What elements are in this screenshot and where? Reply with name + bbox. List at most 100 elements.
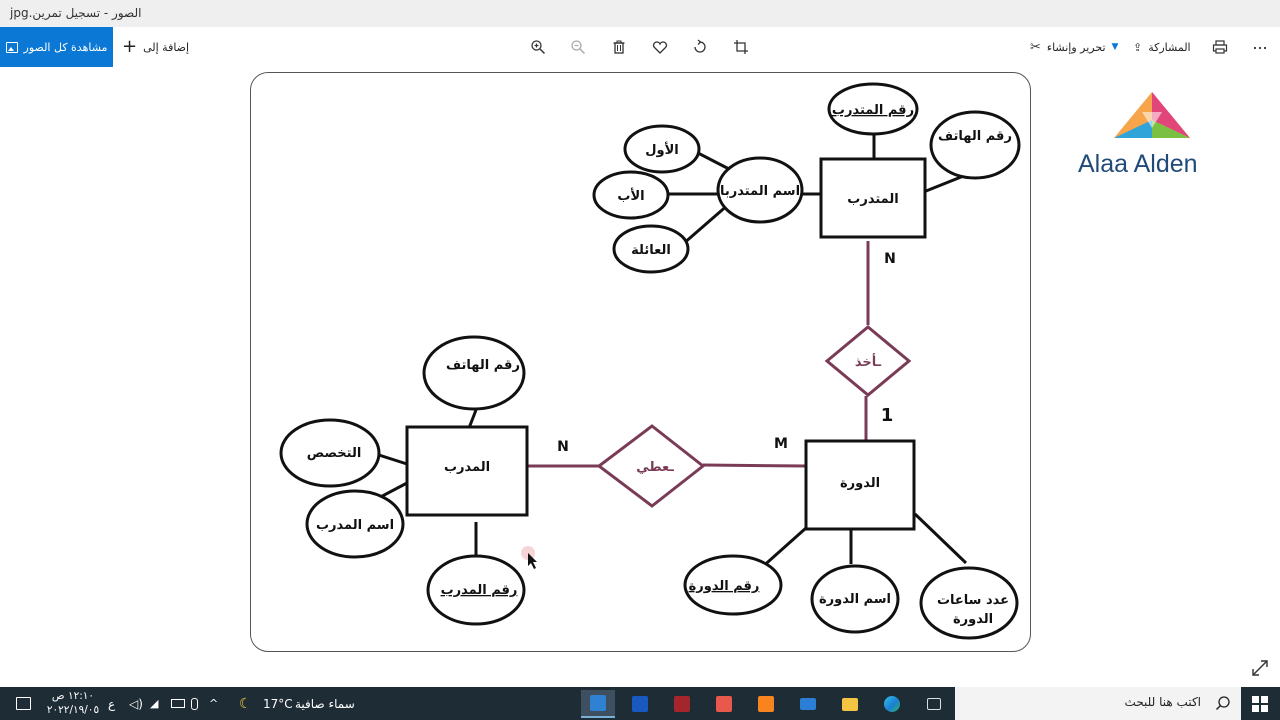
cardinality-n-trainer: N — [557, 439, 569, 455]
word-app-icon[interactable] — [623, 690, 657, 718]
temperature-display: 17°C — [263, 687, 293, 720]
mouse-cursor-icon — [528, 553, 537, 569]
crop-icon[interactable] — [729, 35, 753, 59]
edit-create-button[interactable]: ✂ تحرير وإنشاء ▼ — [1030, 27, 1118, 67]
camera-app-icon[interactable] — [707, 690, 741, 718]
family-name-label: العائلة — [631, 243, 671, 258]
trainer-entity-label: المدرب — [444, 460, 490, 475]
all-photos-label: مشاهدة كل الصور — [23, 40, 108, 54]
start-button[interactable] — [1240, 687, 1280, 720]
add-to-button[interactable]: + إضافة إلى — [122, 27, 189, 67]
attr-first-name — [623, 124, 701, 174]
plus-icon: + — [122, 36, 138, 57]
search-placeholder: اكتب هنا للبحث — [1124, 695, 1201, 709]
attr-course-name — [810, 564, 900, 634]
specialty-label: التخصص — [307, 446, 362, 461]
trainee-phone-label: رقم الهاتف — [938, 129, 1012, 144]
entity-course — [804, 439, 916, 531]
battery-icon[interactable] — [171, 687, 185, 720]
trainee-entity-label: المتدرب — [847, 192, 898, 207]
rotate-icon[interactable] — [688, 35, 712, 59]
microphone-icon[interactable] — [191, 687, 198, 720]
window-title: الصور - تسجيل تمرين.jpg — [10, 6, 142, 20]
clock-date: ٢٠٢٢/١٩/٠٥ — [46, 704, 100, 716]
clock[interactable]: ١٢:١٠ ص ٢٠٢٢/١٩/٠٥ — [38, 689, 108, 717]
trainee-id-label: رقم المتدرب — [832, 103, 914, 118]
print-icon[interactable] — [1208, 35, 1232, 59]
edit-create-label: تحرير وإنشاء — [1046, 40, 1106, 54]
photo-canvas: المتدرب رقم المتدرب رقم الهاتف اسم المتد… — [0, 67, 1280, 687]
trainee-name-label: اسم المتدربا — [720, 184, 800, 199]
attr-trainer-phone — [422, 335, 526, 411]
chevron-down-icon: ▼ — [1111, 42, 1119, 52]
cardinality-m-course: M — [774, 436, 788, 452]
father-name-label: الأب — [617, 187, 644, 204]
zoom-in-icon[interactable] — [526, 35, 550, 59]
notification-center-icon[interactable] — [16, 687, 31, 720]
network-icon[interactable]: ◢ — [150, 697, 159, 710]
share-icon: ⇪ — [1133, 40, 1143, 54]
attr-family-name — [612, 224, 690, 274]
add-to-label: إضافة إلى — [143, 40, 190, 54]
attr-specialty — [279, 418, 381, 488]
course-hours-label-2: الدورة — [953, 612, 993, 627]
taskbar-search-input[interactable]: اكتب هنا للبحث — [955, 687, 1241, 720]
entity-trainer — [405, 425, 529, 517]
brand-logo: Alaa Alden — [1072, 92, 1232, 202]
expand-icon[interactable] — [1250, 658, 1270, 678]
takes-relation-label: ـأخذ — [855, 353, 882, 370]
relationship-gives — [596, 424, 706, 508]
edit-wand-icon: ✂ — [1030, 39, 1041, 55]
zoom-out-icon[interactable] — [566, 35, 590, 59]
favorite-heart-icon[interactable] — [648, 35, 672, 59]
share-label: المشاركة — [1148, 40, 1191, 54]
course-id-label: رقم الدورة — [689, 579, 760, 594]
share-button[interactable]: ⇪ المشاركة — [1133, 27, 1191, 67]
attr-trainer-name — [305, 489, 405, 559]
trainer-name-label: اسم المدرب — [316, 518, 394, 533]
delete-icon[interactable] — [607, 35, 631, 59]
toolbar: مشاهدة كل الصور + إضافة إلى ✂ تحرير وإنش… — [0, 27, 1280, 67]
all-photos-button[interactable]: مشاهدة كل الصور — [0, 27, 113, 67]
show-hidden-icons-chevron-icon[interactable]: ^ — [209, 697, 219, 710]
file-explorer-icon[interactable] — [833, 690, 867, 718]
er-diagram-image: المتدرب رقم المتدرب رقم الهاتف اسم المتد… — [250, 72, 1031, 652]
moon-icon: ☾ — [239, 695, 252, 712]
weather-text: سماء صافية — [295, 696, 355, 711]
clock-time: ١٢:١٠ ص — [51, 690, 95, 702]
title-bar: الصور - تسجيل تمرين.jpg — [0, 0, 1280, 27]
attr-trainee-phone — [929, 110, 1021, 180]
keyboard-language-indicator[interactable]: ع — [108, 687, 115, 720]
temperature-text: 17°C — [263, 696, 293, 711]
access-app-icon[interactable] — [665, 690, 699, 718]
windows-logo-icon — [1252, 695, 1268, 712]
more-options-icon[interactable] — [1248, 35, 1272, 59]
taskbar: اكتب هنا للبحث سماء صافية 17°C ☾ ^ ◢ ◁) … — [0, 687, 1280, 720]
xampp-icon[interactable] — [749, 690, 783, 718]
course-hours-label-1: عدد ساعات — [937, 593, 1009, 608]
attr-father-name — [592, 170, 670, 220]
weather-widget[interactable]: سماء صافية — [295, 687, 355, 720]
brand-triangle-icon — [1114, 92, 1190, 138]
trainer-phone-label: رقم الهاتف — [446, 358, 520, 373]
photo-icon — [5, 41, 18, 53]
trainer-id-label: رقم المدرب — [441, 583, 518, 598]
photos-app-icon[interactable] — [581, 690, 615, 718]
brand-name: Alaa Alden — [1078, 150, 1198, 178]
relationship-takes — [824, 325, 912, 397]
edge-browser-icon[interactable] — [875, 690, 909, 718]
gives-relation-label: ـعطي — [636, 460, 674, 475]
cardinality-n-trainee: N — [884, 251, 896, 267]
attr-trainer-id — [426, 554, 526, 626]
mail-icon[interactable] — [791, 690, 825, 718]
attr-trainee-id — [827, 82, 919, 136]
entity-trainee — [819, 157, 927, 239]
course-name-label: اسم الدورة — [819, 592, 891, 607]
attr-course-id — [683, 554, 783, 616]
attr-trainee-name — [716, 156, 804, 224]
attr-course-hours — [919, 566, 1019, 640]
course-entity-label: الدورة — [840, 476, 880, 491]
volume-icon[interactable]: ◁) — [129, 696, 143, 711]
first-name-label: الأول — [645, 141, 679, 158]
task-view-icon[interactable] — [917, 690, 951, 718]
